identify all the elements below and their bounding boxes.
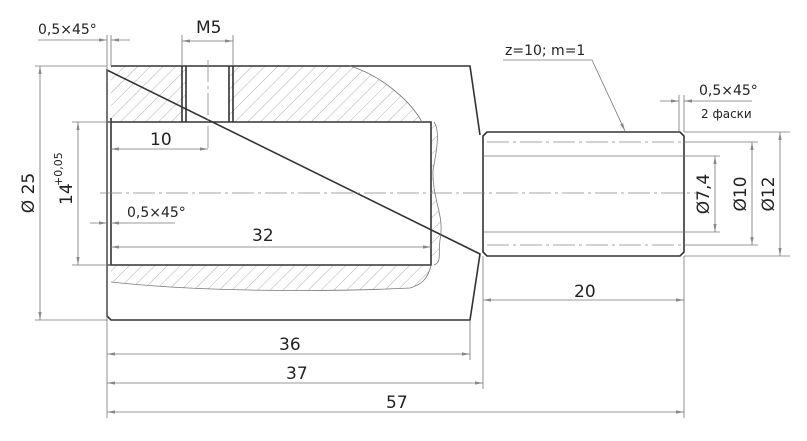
threaded-hole — [181, 66, 234, 122]
hatch-top — [111, 66, 422, 122]
hatch-right — [431, 122, 442, 265]
bore-outline — [107, 118, 432, 266]
bore-depth-label: 32 — [252, 226, 274, 246]
length-37-label: 37 — [286, 364, 308, 384]
shaft-outline — [482, 131, 685, 257]
shaft-pitch-lines — [487, 141, 684, 246]
root-diameter-label: Ø7,4 — [694, 174, 714, 214]
shaft-chamfer-note: 2 фаски — [701, 107, 752, 121]
shaft-length-label: 20 — [574, 282, 596, 302]
dimension-lines — [38, 38, 782, 414]
pitch-diameter-label: Ø10 — [731, 176, 751, 211]
shaft-chamfer-label: 0,5×45° — [699, 83, 758, 99]
body-outline — [106, 65, 481, 321]
bore-diameter-label: 14 — [57, 183, 77, 205]
chamfer-top-label: 0,5×45° — [38, 22, 97, 38]
hole-position-label: 10 — [150, 130, 172, 150]
outer-diameter-label: Ø 25 — [19, 173, 39, 213]
break-lines — [110, 65, 442, 291]
gear-spec-label: z=10; m=1 — [505, 43, 585, 59]
total-length-label: 57 — [386, 393, 408, 413]
extension-lines — [35, 35, 790, 418]
chamfer-inner-label: 0,5×45° — [127, 205, 186, 221]
tip-diameter-label: Ø12 — [759, 176, 779, 211]
bore-tolerance-label: +0,05 — [52, 152, 65, 186]
shaft-root-lines — [483, 155, 684, 233]
thread-label: M5 — [196, 18, 221, 38]
length-36-label: 36 — [279, 335, 301, 355]
hatch-bottom — [111, 265, 431, 291]
